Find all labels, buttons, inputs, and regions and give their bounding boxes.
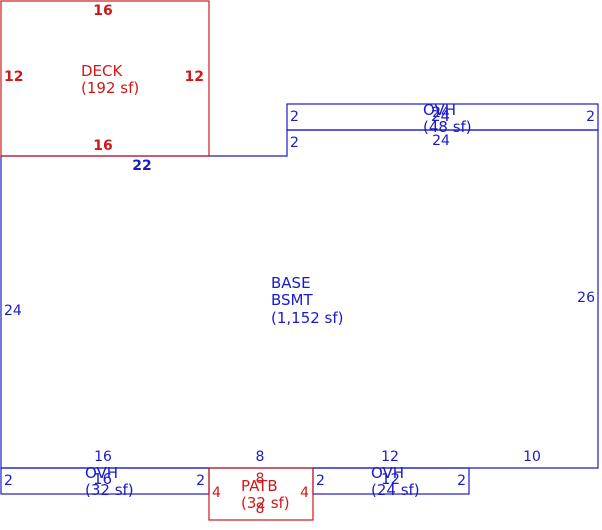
patb-rect: [208, 467, 314, 521]
base-dim-step: 2: [290, 135, 299, 151]
ovh-right-name: OVH: [371, 464, 404, 482]
patb-dim-left: 4: [212, 485, 221, 501]
ovh-left-overlap: 16: [93, 470, 112, 488]
deck-dim-left: 12: [4, 69, 23, 85]
patb-dim-bottom: 8: [256, 501, 265, 517]
base-dim-bottom-c: 12: [381, 449, 399, 465]
ovh-top-rect: [286, 103, 599, 131]
ovh-top-dim-right: 2: [586, 109, 595, 125]
base-dim-bottom-b: 8: [256, 449, 265, 465]
base-name: BASE: [271, 274, 311, 292]
base-dim-right: 26: [577, 290, 595, 306]
base-dim-bottom-d: 10: [523, 449, 541, 465]
base-subname: BSMT: [271, 291, 313, 309]
ovh-left-name: OVH: [85, 464, 118, 482]
base-dim-top-left: 22: [132, 158, 151, 174]
ovh-top-dim-left: 2: [290, 109, 299, 125]
ovh-top-area: (48 sf): [423, 118, 472, 136]
ovh-left-dim-left: 2: [4, 473, 13, 489]
base-dim-left: 24: [4, 303, 22, 319]
ovh-top-dim-top: 24: [432, 105, 450, 121]
deck-area: (192 sf): [81, 79, 139, 97]
ovh-top-name: OVH: [423, 101, 456, 119]
deck-dim-bottom: 16: [93, 138, 112, 154]
deck-dim-top: 16: [93, 3, 112, 19]
patb-name: PATB: [241, 477, 278, 495]
deck-name: DECK: [81, 62, 124, 80]
ovh-right-overlap: 12: [381, 470, 400, 488]
deck-rect: [0, 0, 210, 157]
patb-dim-right: 4: [300, 485, 309, 501]
ovh-left-dim-right: 2: [196, 473, 205, 489]
ovh-right-dim-left: 2: [316, 473, 325, 489]
deck-dim-right: 12: [185, 69, 204, 85]
patb-area: (32 sf): [241, 494, 290, 512]
base-dim-bottom-a: 16: [94, 449, 112, 465]
ovh-right-dim-right: 2: [457, 473, 466, 489]
ovh-left-area: (32 sf): [85, 481, 134, 499]
ovh-top-overlap: 24: [431, 107, 450, 125]
patb-dim-top: 8: [256, 471, 265, 487]
ovh-right-area: (24 sf): [371, 481, 420, 499]
ovh-top-dim-bottom: 24: [432, 133, 450, 149]
base-area: (1,152 sf): [271, 309, 344, 327]
